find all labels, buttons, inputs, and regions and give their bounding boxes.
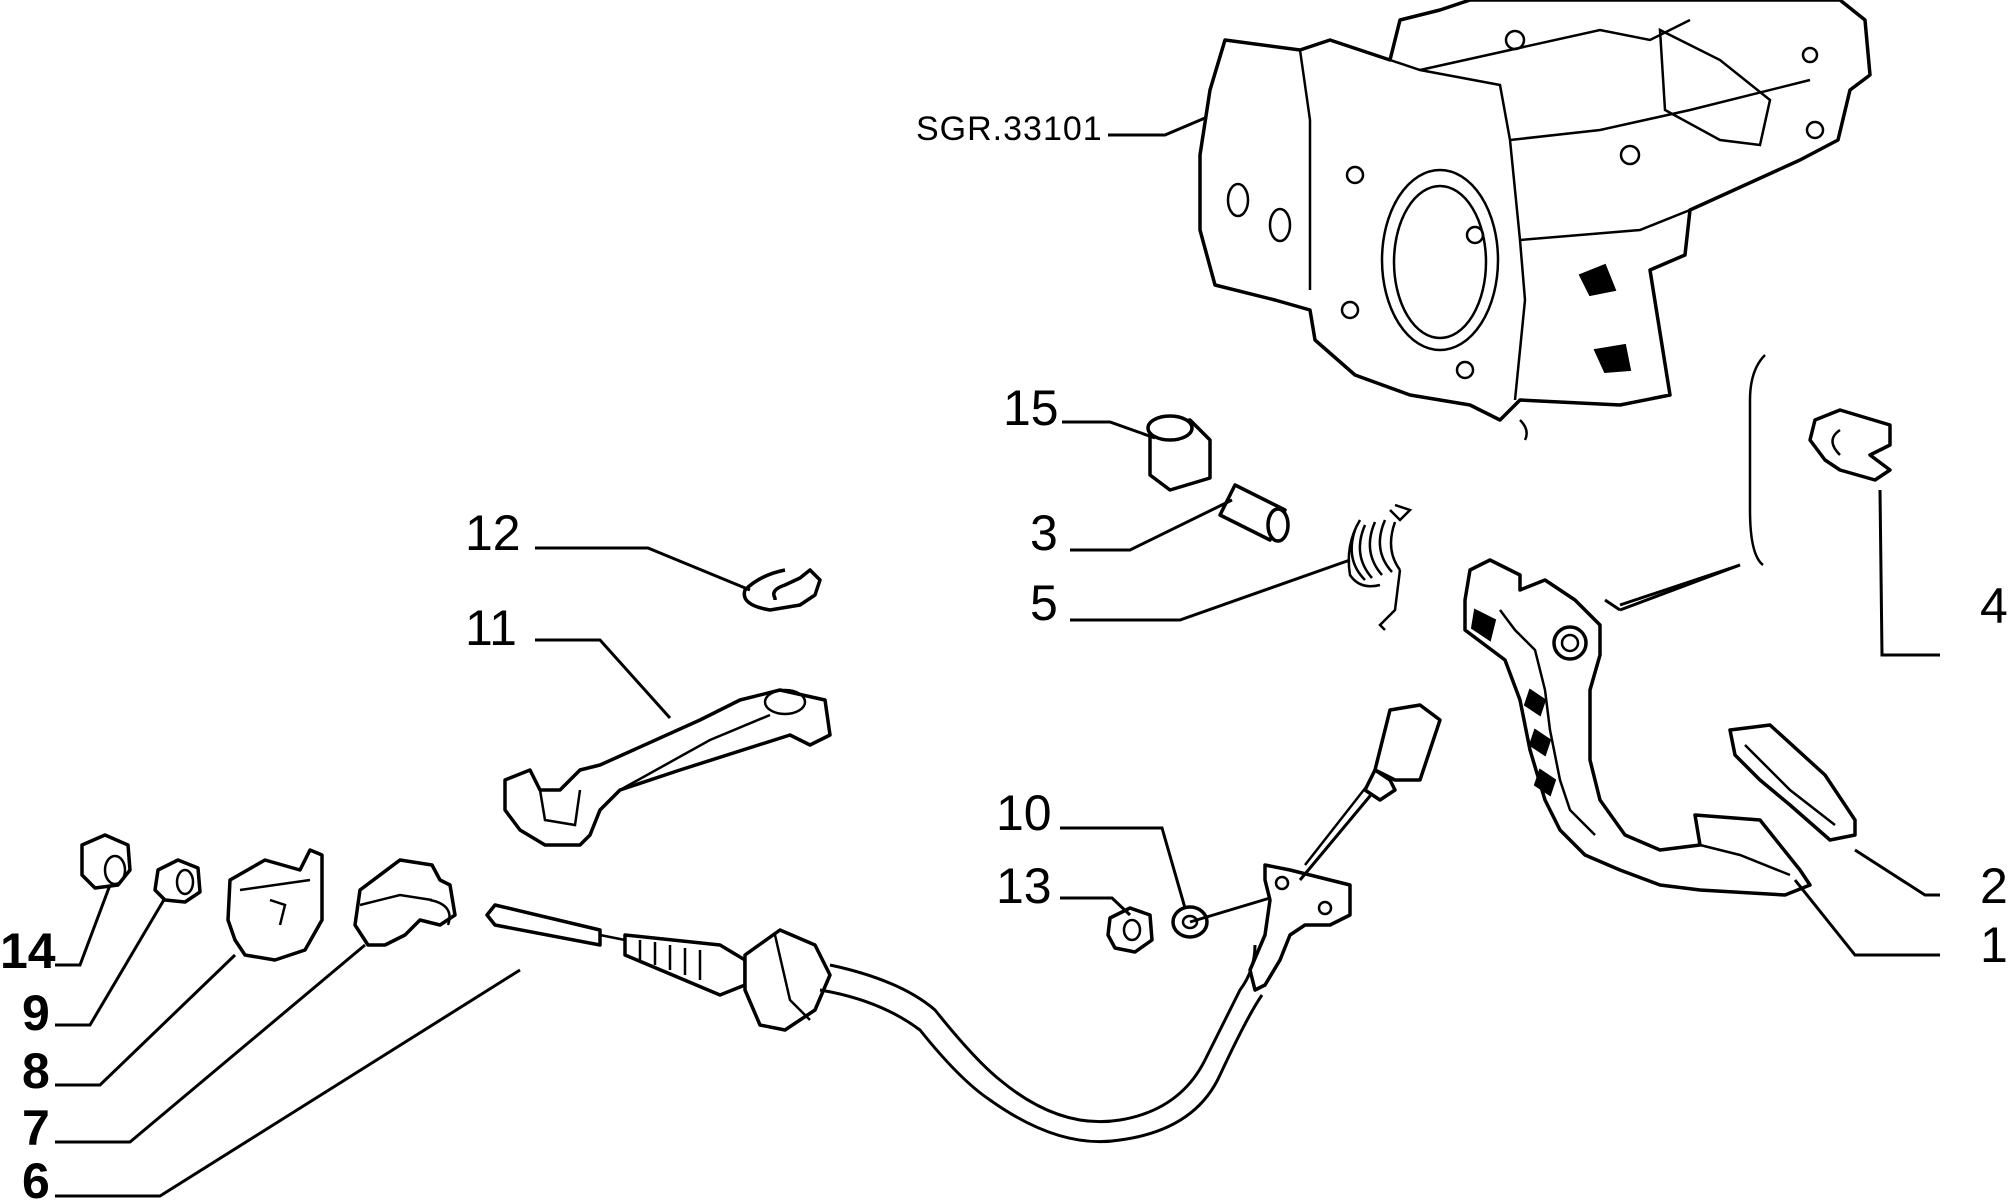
callout-3: 3 [1030,505,1058,561]
callout-11: 11 [465,600,517,656]
callout-7: 7 [22,1100,50,1156]
callout-13: 13 [996,858,1052,914]
part-3-pin [1218,483,1290,543]
callout-14: 14 [0,923,56,979]
callout-numbers: 15 3 5 12 11 10 13 4 2 1 14 9 8 7 6 [0,380,2008,1200]
callout-9: 9 [22,985,50,1041]
callout-12: 12 [465,505,521,561]
part-11-release-lever [503,688,832,847]
part-9-nut [153,858,202,904]
part-2-pedal-pad [1728,723,1857,842]
part-8-bracket [226,848,324,962]
callout-10: 10 [996,785,1052,841]
callout-15: 15 [1003,380,1059,436]
leader-lines [55,116,1940,1198]
pedal-bracket [1198,0,1872,441]
part-14-cap-nut [80,833,132,890]
callout-5: 5 [1030,575,1058,631]
part-4-clip [1808,408,1892,482]
callout-2: 2 [1980,858,2008,914]
pedal-leader-bracket [1748,354,1766,566]
reference-label: SGR.33101 [916,110,1103,148]
part-6-clutch-cable [485,703,1442,1144]
callout-1: 1 [1980,917,2008,973]
part-5-spring [1347,503,1413,631]
callout-6: 6 [22,1153,50,1200]
part-1-clutch-pedal [1463,558,1812,897]
part-12-circlip [742,568,822,612]
part-13-nut [1106,906,1154,954]
callout-8: 8 [22,1043,50,1099]
part-15-bushing [1146,414,1212,492]
callout-4: 4 [1980,578,2008,634]
part-7-grommet [353,858,457,947]
